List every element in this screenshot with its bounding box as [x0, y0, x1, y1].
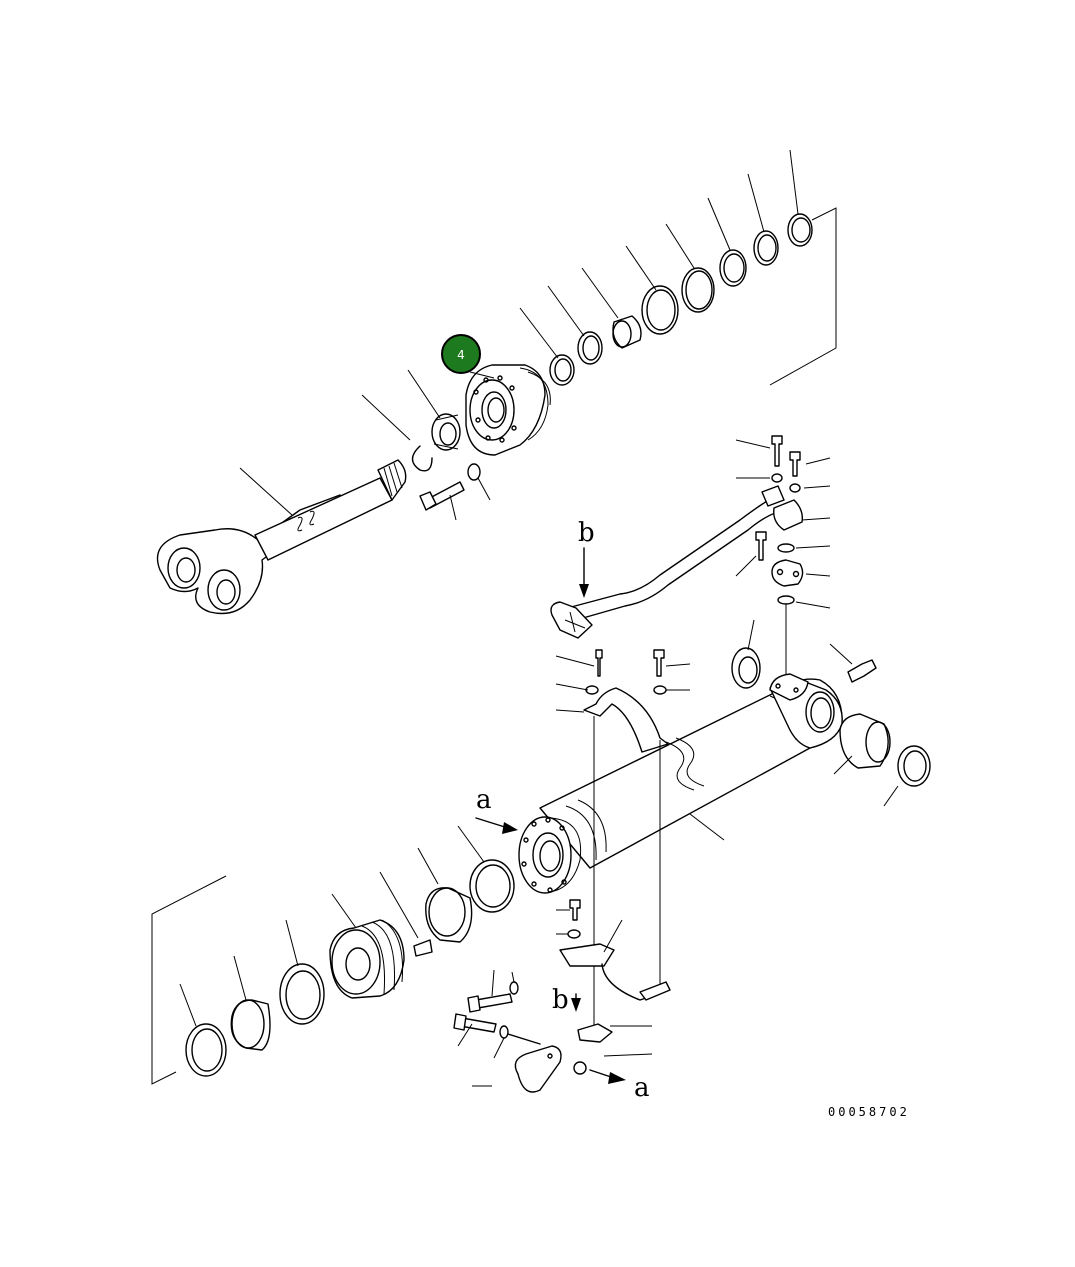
view-label-a-middle: a	[476, 785, 492, 815]
view-indicators: b a b a	[475, 518, 650, 1103]
lower-fittings	[453, 969, 653, 1093]
arrow-right-icon	[502, 822, 518, 834]
pipe-clamp-assembly	[555, 649, 691, 1030]
view-label-a-lower: a	[634, 1073, 650, 1103]
part-callout-4[interactable]: 4	[441, 334, 481, 374]
arrow-down-icon	[571, 998, 581, 1012]
hydraulic-pipe-assembly	[550, 435, 831, 680]
arrow-down-icon	[579, 584, 589, 598]
piston-assembly	[151, 825, 515, 1085]
cylinder-tube-assembly	[518, 619, 931, 894]
view-label-b-lower: b	[552, 985, 569, 1015]
drawing-number: 00058702	[828, 1105, 910, 1119]
arrow-right-icon	[608, 1072, 626, 1084]
callout-number: 4	[457, 348, 465, 362]
piston-rod-assembly	[156, 149, 837, 615]
callout-circle[interactable]	[441, 334, 481, 374]
view-label-b-upper: b	[578, 518, 595, 548]
